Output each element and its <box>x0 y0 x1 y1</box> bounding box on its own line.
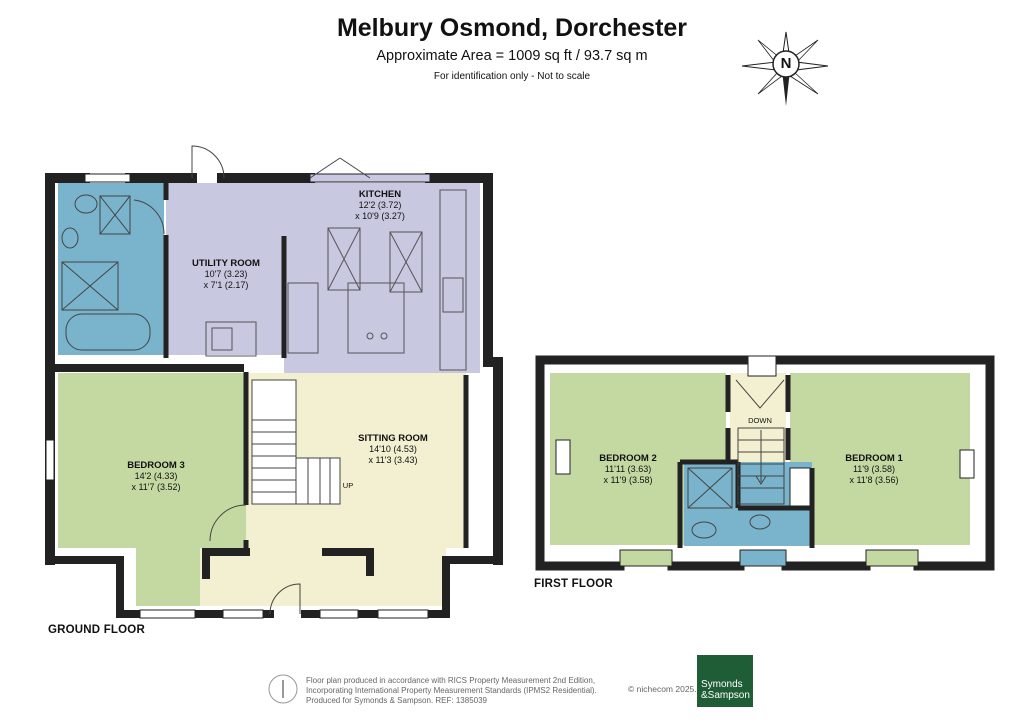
symonds-sampson-logo: Symonds&Sampson <box>697 655 753 707</box>
bathroom-fittings <box>61 194 151 351</box>
ground-floor-label: GROUND FLOOR <box>48 624 145 636</box>
utility-room-floor <box>166 183 284 355</box>
footer-person-icon <box>268 674 298 704</box>
plan-title: Melbury Osmond, Dorchester <box>336 14 688 42</box>
compass-letter: N <box>780 55 792 72</box>
bedroom-1-floor <box>790 373 970 545</box>
ground-stairs <box>251 379 341 505</box>
footer-disclaimer: Floor plan produced in accordance with R… <box>306 676 597 705</box>
identification-note: For identification only - Not to scale <box>433 71 591 82</box>
bedroom-3-floor <box>58 373 246 606</box>
first-floor-label: FIRST FLOOR <box>534 578 613 590</box>
footer-copyright: © nichecom 2025. <box>628 684 697 694</box>
stairs-down-label: DOWN <box>748 416 772 425</box>
first-floor-walls <box>535 355 995 571</box>
approximate-area: Approximate Area = 1009 sq ft / 93.7 sq … <box>376 48 648 64</box>
compass-icon <box>741 31 829 106</box>
bathroom-ground <box>58 183 164 355</box>
stairs-up-label: UP <box>342 481 354 490</box>
kitchen-fittings <box>205 189 467 371</box>
